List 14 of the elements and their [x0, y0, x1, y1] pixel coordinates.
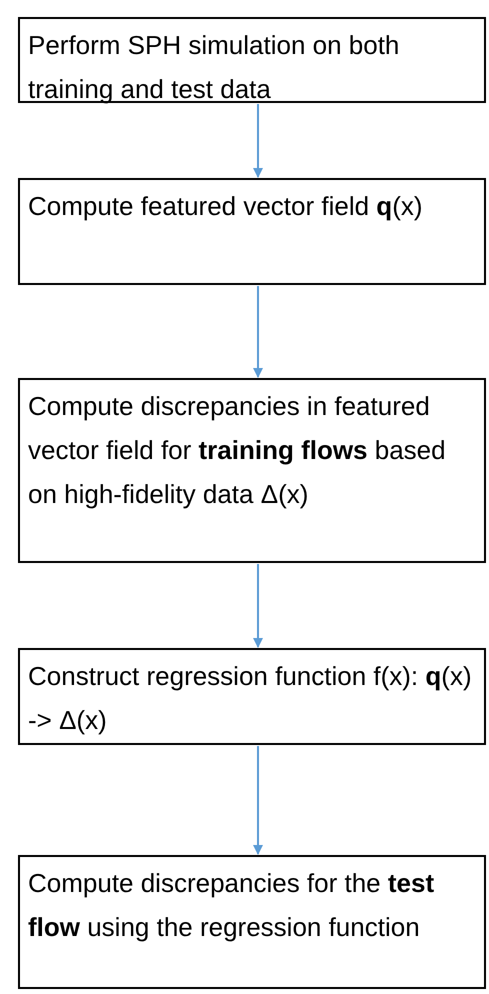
arrow: [253, 746, 263, 855]
process-box: [18, 178, 486, 285]
box-text: Perform SPH simulation on both training and test data: [28, 29, 400, 106]
process-box: [18, 648, 486, 745]
process-box: [18, 17, 486, 103]
box-text: Compute discrepancies in featured vector field for training flows based on high-fidelity data Δ(x): [28, 390, 447, 511]
process-box: [18, 378, 486, 563]
arrow: [253, 286, 263, 378]
arrow: [253, 564, 263, 648]
box-text: Construct regression function f(x): q(x) -> Δ(x): [28, 660, 473, 737]
arrow: [253, 104, 263, 178]
box-text: Compute discrepancies for the test flow using the regression function: [28, 867, 436, 944]
box-text: Compute featured vector field q(x): [28, 190, 424, 223]
process-box: [18, 855, 486, 989]
